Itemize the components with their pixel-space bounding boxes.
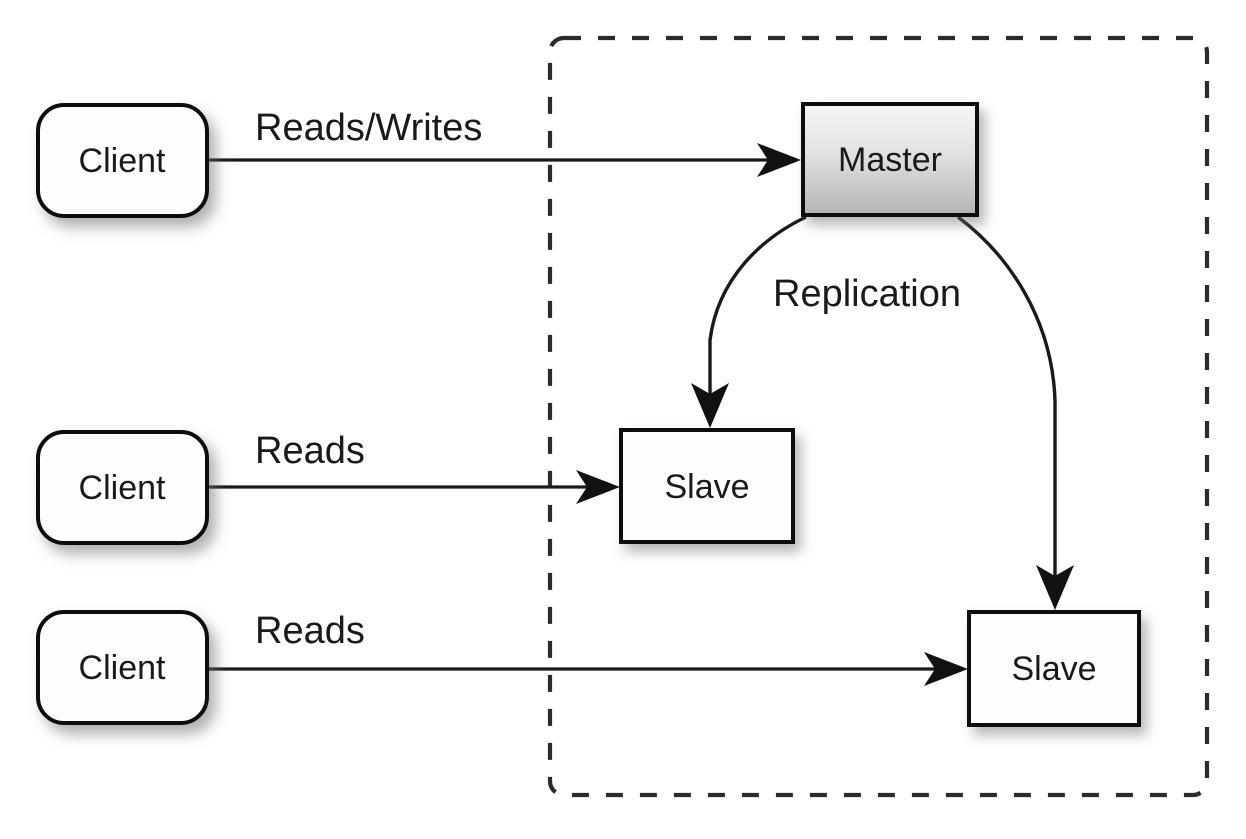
edge-master-slave1-curve (708, 215, 807, 400)
edge-client2-slave1 (207, 470, 620, 504)
arrow-head-icon (576, 470, 620, 504)
edge-label-reads-bottom: Reads (255, 610, 365, 652)
master-box[interactable] (801, 102, 979, 217)
node-master[interactable]: Master (801, 102, 979, 217)
client-2-label: Client (79, 469, 166, 507)
edge-client1-master (207, 143, 801, 177)
node-client-3[interactable]: Client (36, 610, 209, 725)
master-label: Master (838, 141, 942, 179)
arrow-head-icon (691, 383, 729, 428)
client-3-box[interactable] (36, 610, 209, 725)
slave-1-box[interactable] (619, 428, 795, 544)
client-1-label: Client (79, 142, 166, 180)
arrow-head-icon (1036, 565, 1074, 610)
node-client-2[interactable]: Client (36, 430, 209, 545)
arrow-head-icon (757, 143, 801, 177)
client-3-label: Client (79, 649, 166, 687)
slave-2-label: Slave (1011, 650, 1096, 688)
slave-2-box[interactable] (967, 610, 1141, 727)
client-1-box[interactable] (36, 103, 209, 218)
arrow-head-icon (924, 652, 968, 686)
node-slave-1[interactable]: Slave (619, 428, 795, 544)
edge-label-reads-middle: Reads (255, 430, 365, 472)
node-slave-2[interactable]: Slave (967, 610, 1141, 727)
edge-label-reads-writes: Reads/Writes (255, 107, 482, 149)
node-client-1[interactable]: Client (36, 103, 209, 218)
edge-master-slave2-curve (956, 215, 1057, 582)
edge-master-slave1 (691, 215, 807, 428)
slave-1-label: Slave (664, 468, 749, 506)
edge-label-replication: Replication (773, 273, 961, 315)
edge-client3-slave2 (207, 652, 968, 686)
edge-master-slave2 (956, 215, 1074, 610)
server-cluster-boundary (547, 35, 1210, 798)
client-2-box[interactable] (36, 430, 209, 545)
